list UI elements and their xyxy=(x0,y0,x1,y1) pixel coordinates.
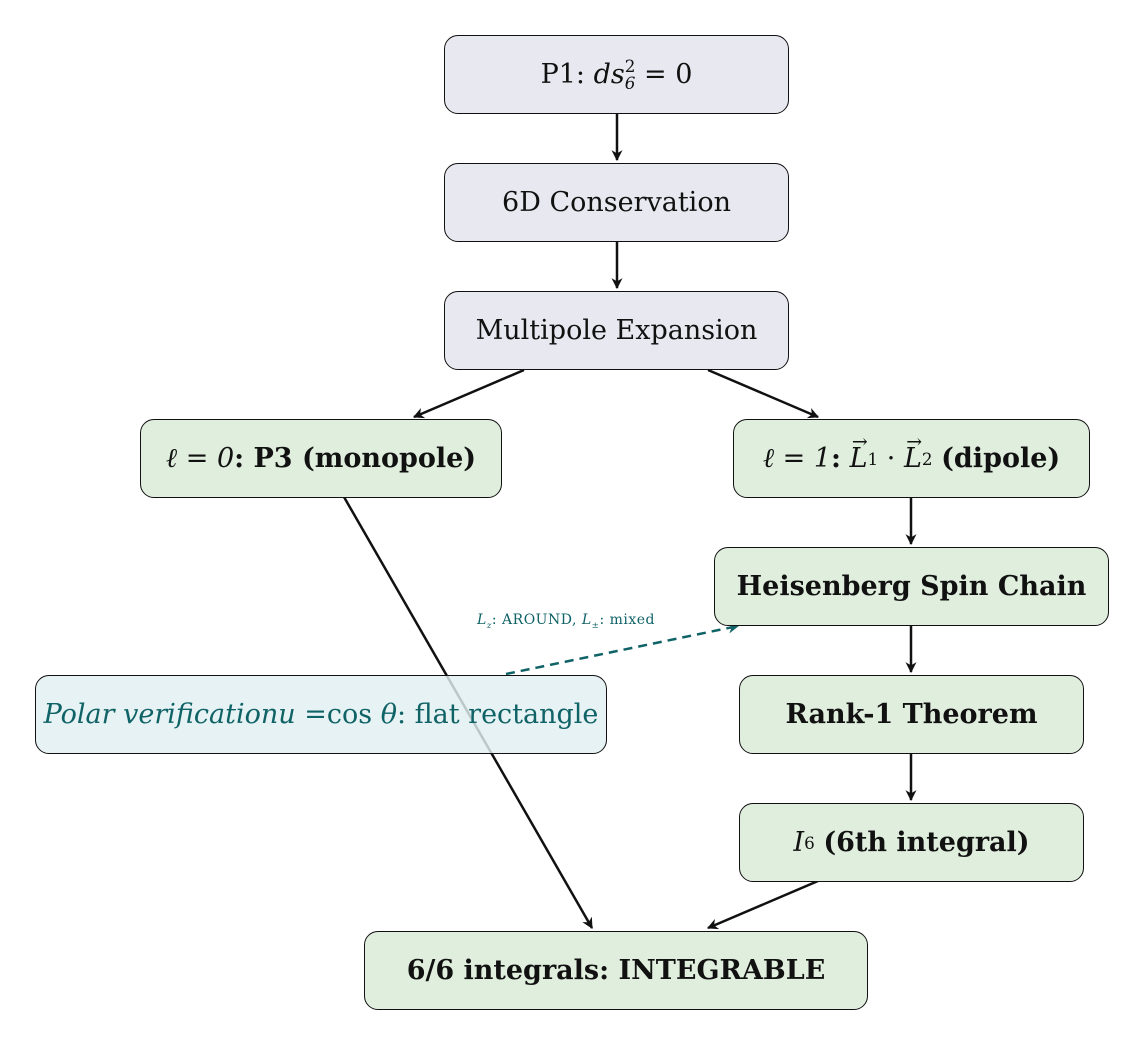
node-dipole: ℓ = 1: L1 · L2 (dipole) xyxy=(733,419,1090,498)
dipole-math: ℓ = 1 xyxy=(762,443,832,474)
polar-theta: θ xyxy=(380,699,397,730)
dipole-dot: · xyxy=(886,443,896,474)
edge-label-polar: Lz: AROUND, L±: mixed xyxy=(477,612,655,631)
dipole-vec-l2: L xyxy=(904,431,922,474)
node-rank1: Rank-1 Theorem xyxy=(739,675,1084,754)
edge-label-lpm-sub: ± xyxy=(591,620,600,631)
i6-label: (6th integral) xyxy=(823,827,1030,858)
edge-label-mixed: : mixed xyxy=(599,612,655,628)
node-heisenberg: Heisenberg Spin Chain xyxy=(714,547,1109,626)
polar-rest: : flat rectangle xyxy=(396,699,599,730)
p1-rest: = 0 xyxy=(644,59,693,90)
node-multipole: Multipole Expansion xyxy=(444,291,789,370)
edge-i6-result xyxy=(706,879,819,930)
edge-label-lpm: L xyxy=(581,612,592,628)
result-label: 6/6 integrals: INTEGRABLE xyxy=(406,955,826,986)
i6-sub: 6 xyxy=(804,832,815,853)
polar-cos: cos xyxy=(326,699,373,730)
heisenberg-label: Heisenberg Spin Chain xyxy=(736,571,1087,602)
edge-label-lz-sub: z xyxy=(486,620,492,631)
node-result: 6/6 integrals: INTEGRABLE xyxy=(364,931,868,1010)
monopole-math: ℓ = 0 xyxy=(165,443,235,474)
polar-math: u = xyxy=(278,699,327,730)
edge-multipole-dipole xyxy=(707,368,820,419)
p1-label: P1: xyxy=(540,59,586,90)
p1-sub: 6 xyxy=(624,72,636,93)
edge-label-around: : AROUND, xyxy=(491,612,577,628)
edge-label-lz: L xyxy=(477,612,487,628)
multipole-label: Multipole Expansion xyxy=(475,315,758,346)
edge-multipole-monopole xyxy=(412,368,525,419)
dipole-sub2: 2 xyxy=(921,448,933,469)
edge-polar-heisenberg xyxy=(505,622,740,676)
node-monopole: ℓ = 0: P3 (monopole) xyxy=(140,419,502,498)
p1-math: ds xyxy=(593,59,625,90)
dipole-sub1: 1 xyxy=(867,448,879,469)
conservation-label: 6D Conservation xyxy=(502,187,731,218)
dipole-sep: : xyxy=(831,443,841,474)
monopole-label: : P3 (monopole) xyxy=(234,443,477,474)
i6-math: I xyxy=(793,827,805,858)
node-conservation: 6D Conservation xyxy=(444,163,789,242)
polar-label: Polar verification xyxy=(43,699,279,730)
rank1-label: Rank-1 Theorem xyxy=(785,699,1038,730)
dipole-vec-l1: L xyxy=(850,431,868,474)
dipole-label: (dipole) xyxy=(941,443,1061,474)
p1-sup: 2 xyxy=(624,55,636,76)
